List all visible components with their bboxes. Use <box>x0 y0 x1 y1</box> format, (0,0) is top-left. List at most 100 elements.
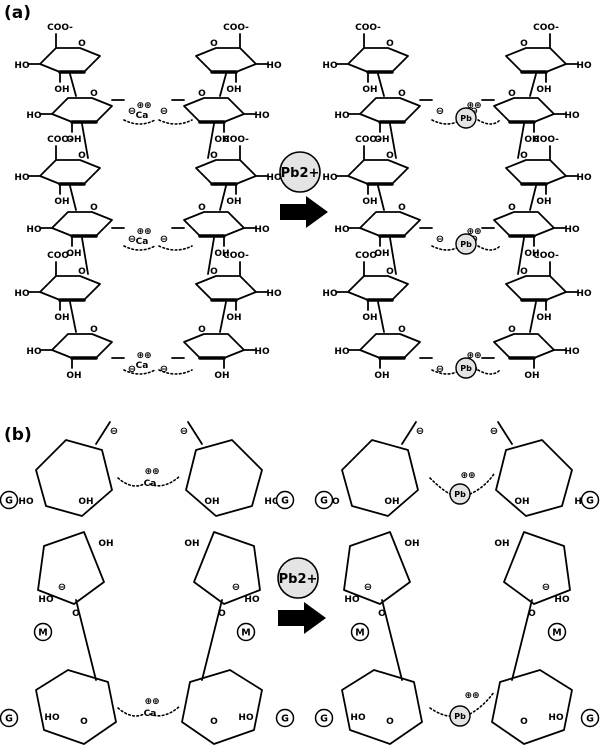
hydroxyl-group: HO <box>14 289 30 299</box>
hydroxyl-group: OH <box>374 135 389 145</box>
g-block-badge-label: G <box>586 496 594 507</box>
glycosidic-bond <box>517 237 525 275</box>
ring-bond <box>193 531 261 605</box>
hydroxyl-group: HO <box>548 713 564 723</box>
ring-bond <box>183 333 245 359</box>
carboxylate-group: COO- <box>355 23 381 33</box>
m-block-badge <box>33 622 53 642</box>
ring-bond <box>195 275 257 301</box>
m-block-badge <box>350 622 370 642</box>
coordination-dots <box>469 691 495 715</box>
hydroxyl-group: HO <box>266 61 282 71</box>
ring-bond <box>401 421 417 445</box>
hydroxyl-group: HO <box>18 497 34 507</box>
coordination-dots <box>117 477 145 487</box>
hydroxyl-group: OH <box>524 135 539 145</box>
carboxylate-charge: ⊖ <box>160 106 168 117</box>
ring-bond <box>503 531 571 605</box>
panel-a-exchange-arrow: Pb2+ <box>279 151 328 228</box>
lead-charge: ⊕⊕ <box>466 227 481 237</box>
ring-bond <box>51 97 113 123</box>
ring-oxygen: O <box>78 39 86 49</box>
carboxylate-group: COO- <box>47 251 73 261</box>
ring-bond <box>505 159 567 185</box>
ring-bond <box>39 159 101 185</box>
hydroxyl-group: OH <box>536 85 551 95</box>
lead-ion-b2 <box>449 705 471 727</box>
hydroxyl-group: HO <box>564 347 580 357</box>
hydroxyl-group: OH <box>54 313 69 323</box>
hydroxyl-group: OH <box>226 85 241 95</box>
right-arrow-icon <box>278 602 326 634</box>
carboxylate-group: COO- <box>223 251 249 261</box>
ring-bond <box>35 669 117 745</box>
ring-bond <box>493 333 555 359</box>
pb2-badge-b <box>277 557 319 599</box>
lead-charge: ⊕⊕ <box>464 691 479 701</box>
glycosidic-bond <box>81 237 89 275</box>
lead-ion-2 <box>455 357 477 379</box>
glycosidic-bond <box>219 301 227 333</box>
lead-ion-b1 <box>449 483 471 505</box>
ring-oxygen: O <box>508 325 516 335</box>
m-block-badge-label: M <box>38 628 47 639</box>
hydroxyl-group: OH <box>524 371 539 381</box>
hydroxyl-group: OH <box>66 135 81 145</box>
g-block-badge-label: G <box>281 496 289 507</box>
hydroxyl-group: HO <box>244 595 260 605</box>
right-arrow-icon <box>280 196 328 228</box>
hydroxyl-group: HO <box>564 111 580 121</box>
lead-ion-1 <box>455 233 477 255</box>
ring-oxygen: O <box>78 151 86 161</box>
ring-bond <box>495 439 573 517</box>
ring-oxygen: O <box>508 203 516 213</box>
hydroxyl-group: OH <box>226 313 241 323</box>
glycosidic-bond <box>529 73 537 97</box>
lead-charge: ⊕⊕ <box>466 101 481 111</box>
hydroxyl-group: HO <box>344 595 360 605</box>
carboxylate-charge: ⊖ <box>436 234 444 245</box>
ring-bond <box>491 669 573 745</box>
glycosidic-bond <box>81 123 89 159</box>
coordination-dots <box>469 473 495 495</box>
hydroxyl-group: HO <box>322 173 338 183</box>
g-block-badge <box>275 708 295 728</box>
ring-oxygen: O <box>210 39 218 49</box>
glycosidic-bond <box>381 599 403 681</box>
g-block-badge-label: G <box>281 714 289 725</box>
hydroxyl-group: OH <box>214 371 229 381</box>
hydroxyl-group: HO <box>350 713 366 723</box>
sugar-ring-a-right-pb-5: O HO OH <box>493 325 580 381</box>
ring-oxygen: O <box>378 609 386 619</box>
carboxylate-group: COO- <box>355 135 381 145</box>
ring-bond <box>185 439 263 517</box>
hydroxyl-group: HO <box>264 497 280 507</box>
carboxylate-charge: ⊖ <box>542 582 550 593</box>
hydroxyl-group: OH <box>98 539 113 549</box>
carboxylate-charge: ⊖ <box>180 426 188 437</box>
lead-ion-0-label: Pb <box>460 114 472 123</box>
glycosidic-bond <box>377 301 385 333</box>
calcium-charge: ⊕⊕ <box>144 467 159 477</box>
glycosidic-bond <box>517 123 525 159</box>
carboxylate-group: COO- <box>47 135 73 145</box>
ring-oxygen: O <box>198 325 206 335</box>
ring-bond <box>359 211 421 237</box>
hydroxyl-group: HO <box>334 225 350 235</box>
m-block-badge-label: M <box>241 628 250 639</box>
g-block-badge <box>314 708 334 728</box>
glycosidic-bond <box>69 301 77 333</box>
ring-bond <box>347 275 409 301</box>
hydroxyl-group: HO <box>266 289 282 299</box>
glycosidic-bond <box>219 185 227 211</box>
